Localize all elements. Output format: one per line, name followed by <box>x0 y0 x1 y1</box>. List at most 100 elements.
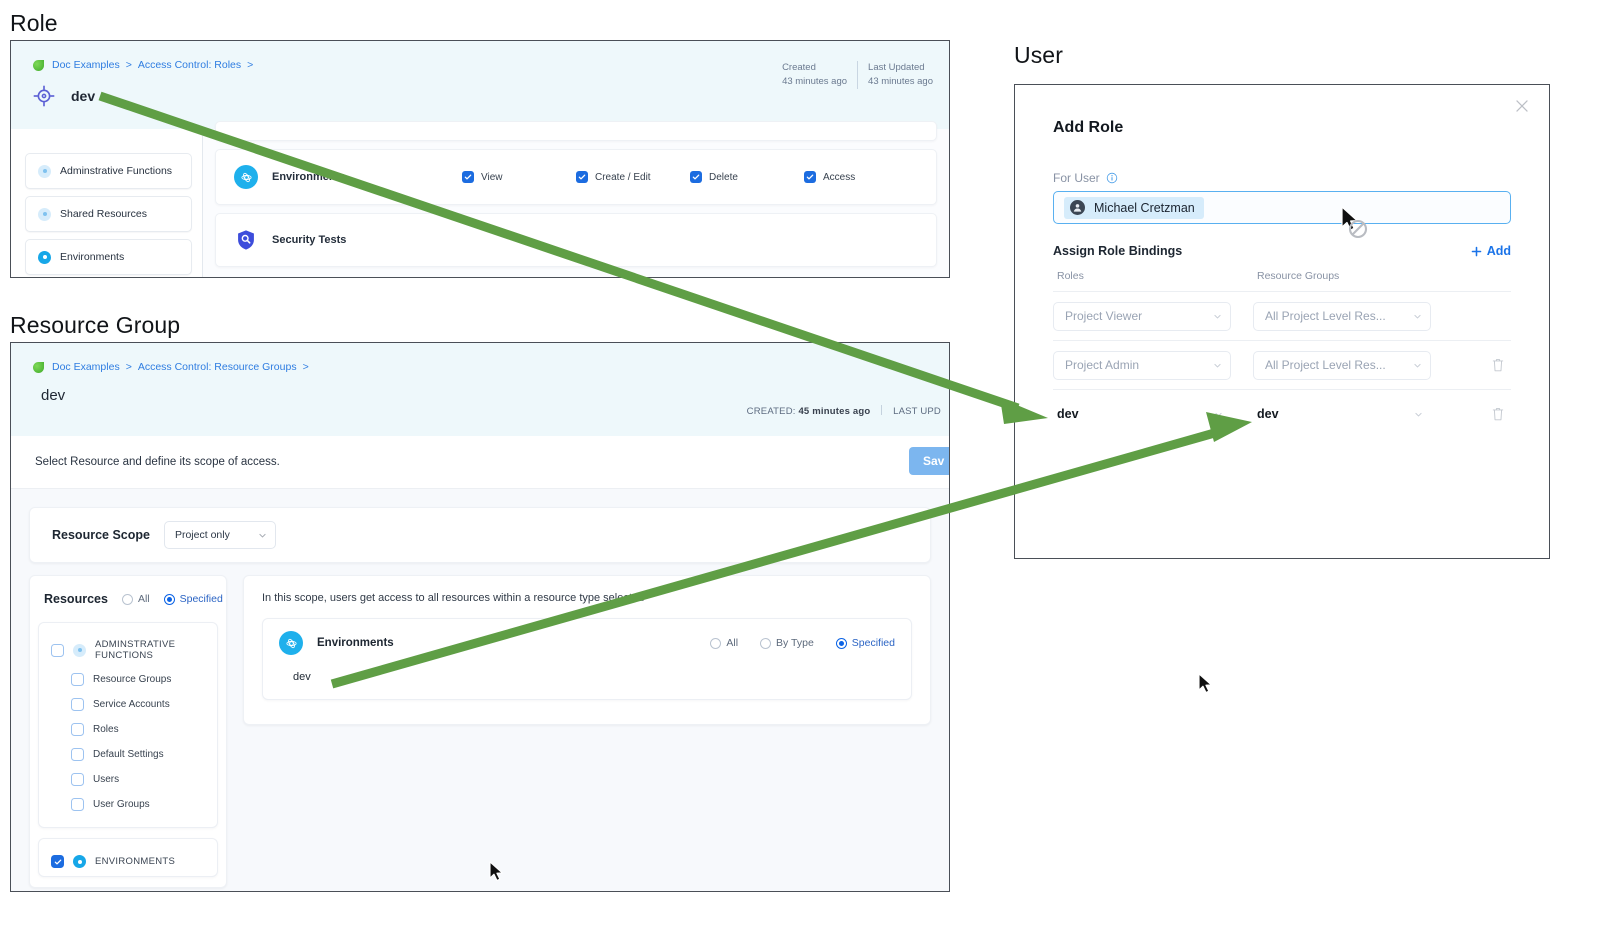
trash-icon[interactable] <box>1491 357 1505 373</box>
checkbox-unchecked-icon[interactable] <box>71 698 84 711</box>
sidebar-item-label: Environments <box>60 251 125 263</box>
add-binding-button[interactable]: Add <box>1471 244 1511 258</box>
resources-option-label: Specified <box>179 593 223 605</box>
checkbox-checked-icon[interactable] <box>690 171 702 183</box>
role-select[interactable]: Project Admin <box>1053 350 1231 380</box>
resource-scope-select[interactable]: Project only <box>163 521 276 549</box>
user-section-caption: User <box>1014 42 1063 68</box>
permission-option-delete[interactable]: Delete <box>690 171 804 183</box>
sidebar-item-administrative-functions[interactable]: Adminstrative Functions <box>25 153 192 189</box>
role-select[interactable]: dev <box>1053 400 1231 429</box>
save-button[interactable]: Sav <box>909 447 949 475</box>
checkbox-checked-icon[interactable] <box>576 171 588 183</box>
role-meta-created: Created 43 minutes ago <box>772 61 857 89</box>
role-select[interactable]: Project Viewer <box>1053 301 1231 331</box>
permission-option-view[interactable]: View <box>462 171 576 183</box>
resources-label: Resources <box>44 592 108 606</box>
resource-group-body: Resource Scope Project only Resources Al… <box>11 489 949 891</box>
resource-group-header-row[interactable]: ADMINSTRATIVE FUNCTIONS <box>39 633 217 667</box>
rg-meta-created-value: 45 minutes ago <box>798 406 871 417</box>
permission-row-security-tests: Security Tests <box>215 213 937 267</box>
resource-group-header-row[interactable]: ENVIRONMENTS <box>39 849 217 874</box>
resources-selector-panel: Resources All Specified <box>29 575 227 888</box>
resource-group-select[interactable]: dev <box>1253 400 1431 429</box>
chevron-down-icon <box>1414 363 1421 368</box>
chevron-down-icon <box>1214 314 1221 319</box>
radio-on-icon[interactable] <box>163 593 175 605</box>
scope-detail-panel: In this scope, users get access to all r… <box>243 575 931 725</box>
permission-option-create-edit[interactable]: Create / Edit <box>576 171 690 183</box>
resource-item-service-accounts[interactable]: Service Accounts <box>39 692 217 717</box>
breadcrumb: Doc Examples > Access Control: Roles > <box>33 59 255 71</box>
sidebar-item-environments[interactable]: Environments <box>25 239 192 275</box>
role-category-sidebar: Adminstrative Functions Shared Resources… <box>11 129 203 277</box>
resource-group-select[interactable]: All Project Level Res... <box>1253 350 1431 380</box>
radio-off-icon[interactable] <box>710 637 722 649</box>
role-permissions-area: Environments View Create / E <box>203 121 949 277</box>
role-panel: Doc Examples > Access Control: Roles > d… <box>10 40 950 278</box>
assign-role-bindings-title: Assign Role Bindings <box>1053 244 1183 258</box>
role-bindings-table: Roles Resource Groups Project Viewer All… <box>1053 270 1511 438</box>
scope-option-by-type[interactable]: By Type <box>760 637 814 649</box>
breadcrumb-item-1[interactable]: Access Control: Resource Groups <box>137 361 297 373</box>
binding-role-cell: Project Viewer <box>1053 301 1253 331</box>
close-icon[interactable] <box>1513 97 1531 115</box>
resource-item-label: Resource Groups <box>93 674 172 685</box>
scope-environments-name: Environments <box>317 637 394 649</box>
checkbox-unchecked-icon[interactable] <box>71 673 84 686</box>
breadcrumb-item-0[interactable]: Doc Examples <box>52 59 120 71</box>
resource-item-users[interactable]: Users <box>39 767 217 792</box>
for-user-input[interactable]: Michael Cretzman <box>1053 191 1511 224</box>
breadcrumb-item-0[interactable]: Doc Examples <box>52 361 120 373</box>
project-leaf-icon <box>33 361 44 373</box>
checkbox-unchecked-icon[interactable] <box>71 773 84 786</box>
permission-row-name: Security Tests <box>272 234 347 246</box>
checkbox-unchecked-icon[interactable] <box>71 723 84 736</box>
scope-option-specified[interactable]: Specified <box>835 637 895 649</box>
environments-icon <box>279 631 303 655</box>
resource-item-default-settings[interactable]: Default Settings <box>39 742 217 767</box>
permission-option-access[interactable]: Access <box>804 171 918 183</box>
resource-item-resource-groups[interactable]: Resource Groups <box>39 667 217 692</box>
sidebar-item-label: Shared Resources <box>60 208 147 220</box>
info-icon[interactable] <box>1106 172 1118 184</box>
checkbox-checked-icon[interactable] <box>804 171 816 183</box>
target-icon <box>33 85 55 107</box>
resource-group-value: All Project Level Res... <box>1265 358 1386 372</box>
resource-scope-value: Project only <box>174 529 230 541</box>
resource-item-user-groups[interactable]: User Groups <box>39 792 217 817</box>
checkbox-checked-icon[interactable] <box>462 171 474 183</box>
resource-group-panel: Doc Examples > Access Control: Resource … <box>10 342 950 892</box>
scope-environments-header: Environments All By Type <box>263 619 911 667</box>
dialog-title: Add Role <box>1053 119 1124 136</box>
assign-role-bindings-row: Assign Role Bindings Add <box>1053 244 1511 258</box>
role-value: Project Admin <box>1065 358 1140 372</box>
dot-pale-icon <box>73 643 86 657</box>
checkbox-unchecked-icon[interactable] <box>71 748 84 761</box>
selected-user-chip[interactable]: Michael Cretzman <box>1064 196 1204 219</box>
scope-option-all[interactable]: All <box>710 637 738 649</box>
role-value: dev <box>1057 407 1079 421</box>
trash-icon[interactable] <box>1491 406 1505 422</box>
chevron-down-icon <box>1214 363 1221 368</box>
checkbox-unchecked-icon[interactable] <box>51 643 64 657</box>
resource-group-columns: Resources All Specified <box>29 575 931 888</box>
checkbox-unchecked-icon[interactable] <box>71 798 84 811</box>
resource-group-select[interactable]: All Project Level Res... <box>1253 301 1431 331</box>
breadcrumb-item-1[interactable]: Access Control: Roles <box>137 59 242 71</box>
resource-group-environments: ENVIRONMENTS <box>38 838 218 877</box>
binding-resource-group-cell: dev <box>1253 400 1453 429</box>
radio-on-icon[interactable] <box>835 637 847 649</box>
breadcrumb: Doc Examples > Access Control: Resource … <box>33 361 311 373</box>
role-header: Doc Examples > Access Control: Roles > d… <box>11 41 949 129</box>
resources-option-specified[interactable]: Specified <box>163 593 223 605</box>
resources-option-all[interactable]: All <box>121 593 150 605</box>
permission-option-label: Create / Edit <box>595 171 651 183</box>
permission-card-partial <box>215 121 937 141</box>
permission-options: View Create / Edit Delete <box>462 171 918 183</box>
resource-item-roles[interactable]: Roles <box>39 717 217 742</box>
checkbox-checked-icon[interactable] <box>51 855 64 868</box>
radio-off-icon[interactable] <box>121 593 133 605</box>
radio-off-icon[interactable] <box>760 637 772 649</box>
sidebar-item-shared-resources[interactable]: Shared Resources <box>25 196 192 232</box>
